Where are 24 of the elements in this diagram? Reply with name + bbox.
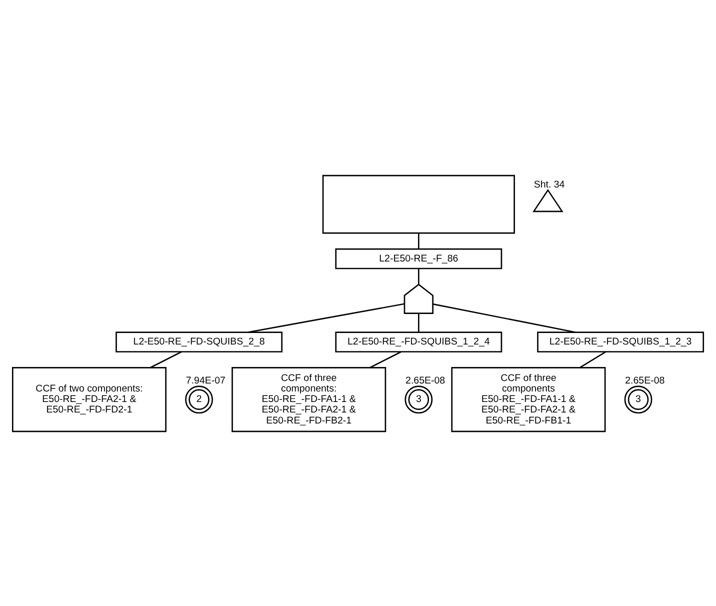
node-box: CCF of three components: E50-RE_-FD-FA1-1 & E50-RE_-FD-FA2-1 & E50-RE_-FD-FB2-1 xyxy=(232,366,386,432)
connector xyxy=(418,232,420,249)
node-circle: 3 xyxy=(404,385,433,414)
connector xyxy=(418,312,420,332)
node-circle: 2 xyxy=(185,385,213,414)
connector xyxy=(418,268,420,284)
node-box: CCF of two components: E50-RE_-FD-FA2-1 & E50-RE_-FD-FD2-1 xyxy=(12,366,166,432)
node-box: CCF of three components E50-RE_-FD-FA1-1 & E50-RE_-FD-FA2-1 & E50-RE_-FD-FB1-1 xyxy=(451,366,606,432)
connector xyxy=(432,302,576,332)
node-label: Sht. 34 xyxy=(534,178,565,190)
node-label: 2.65E-08 xyxy=(406,374,446,386)
node-triangle xyxy=(532,188,564,212)
connector xyxy=(248,302,404,332)
node-box: L2-E50-RE_-FD-SQUIBS_2_8 xyxy=(116,331,283,352)
connector xyxy=(150,350,182,368)
node-circle: 3 xyxy=(624,385,652,414)
node-box: L2-E50-RE_-F_86 xyxy=(335,248,502,269)
node-box xyxy=(322,174,515,234)
node-label: 7.94E-07 xyxy=(186,374,226,386)
connector xyxy=(580,350,606,368)
node-gate xyxy=(404,283,434,314)
node-box: L2-E50-RE_-FD-SQUIBS_1_2_4 xyxy=(335,331,502,352)
node-label: 2.65E-08 xyxy=(625,374,665,386)
node-box: L2-E50-RE_-FD-SQUIBS_1_2_3 xyxy=(537,331,704,352)
